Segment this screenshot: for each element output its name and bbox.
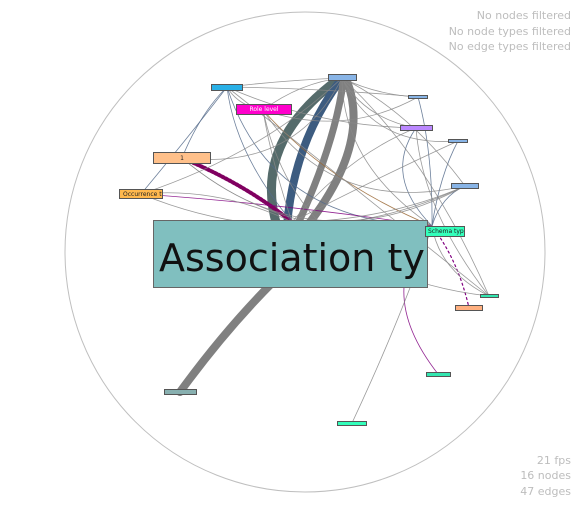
graph-edge [341,77,459,142]
graph-edge [140,86,228,195]
graph-node-label: Association type [159,236,427,280]
edge-count: 47 edges [520,484,571,498]
graph-node-mint[interactable] [480,294,499,298]
graph-edge [262,109,466,193]
graph-node-label [449,140,467,142]
graph-edge [181,157,466,222]
graph-node-bottom[interactable] [337,421,367,426]
graph-edge [262,96,419,122]
render-stats: 21 fps 16 nodes 47 edges [520,453,571,500]
edge-types-filter-status: No edge types filtered [448,40,571,53]
graph-node-label: Schema type [428,228,465,235]
graph-node-label [481,295,498,297]
graph-node-r1[interactable] [408,95,428,99]
graph-edge [341,77,490,297]
graph-node-label [165,390,196,392]
fps-readout: 21 fps [536,453,571,467]
graph-node-one[interactable]: 1 [153,152,211,164]
graph-edge [226,86,419,98]
graph-edge [431,225,470,309]
graph-edge [226,86,417,129]
graph-node-label: 1 [180,155,184,162]
graph-node-label [427,373,450,375]
graph-node-label [456,306,482,308]
graph-node-tl[interactable] [211,84,243,91]
graph-edge [417,96,433,227]
graph-node-r2[interactable] [448,139,468,143]
graph-node-label [329,75,356,77]
graph-node-label [338,422,366,424]
graph-node-assoc[interactable]: Association type [153,220,428,288]
graph-node-teal1[interactable] [426,372,451,377]
node-count: 16 nodes [520,469,571,482]
graph-node-label: Role level [249,106,279,113]
hyperbolic-boundary [64,11,546,493]
graph-edge [181,86,228,159]
graph-node-r3[interactable] [451,183,479,189]
nodes-filter-status: No nodes filtered [476,9,571,22]
graph-edge [431,140,459,227]
graph-node-role[interactable]: Role level [236,104,292,115]
graph-node-label [212,85,242,87]
graph-edge [291,127,417,223]
graph-node-schema[interactable]: Schema type [425,226,465,237]
graph-edge [262,109,293,223]
filter-status: No nodes filtered No node types filtered… [449,8,571,55]
graph-node-top[interactable] [328,74,357,81]
graph-edge [140,77,343,195]
graph-node-occ[interactable]: Occurrence type [119,189,163,199]
graph-edge [176,276,279,396]
graph-edge [431,185,466,227]
graph-edge [341,77,466,187]
graph-edge [415,127,490,297]
graph-edge [341,77,433,227]
graph-node-grey[interactable] [164,389,197,395]
graph-node-label [409,96,427,98]
graph-edge [262,109,433,227]
graph-edge [291,140,459,223]
graph-node-label [401,126,432,128]
node-types-filter-status: No node types filtered [448,24,571,38]
graph-node-label [452,184,478,186]
graph-edge [402,127,433,227]
graph-node-violet[interactable] [400,125,433,131]
graph-node-label: Occurrence type [123,191,162,198]
graph-node-orange[interactable] [455,305,483,311]
